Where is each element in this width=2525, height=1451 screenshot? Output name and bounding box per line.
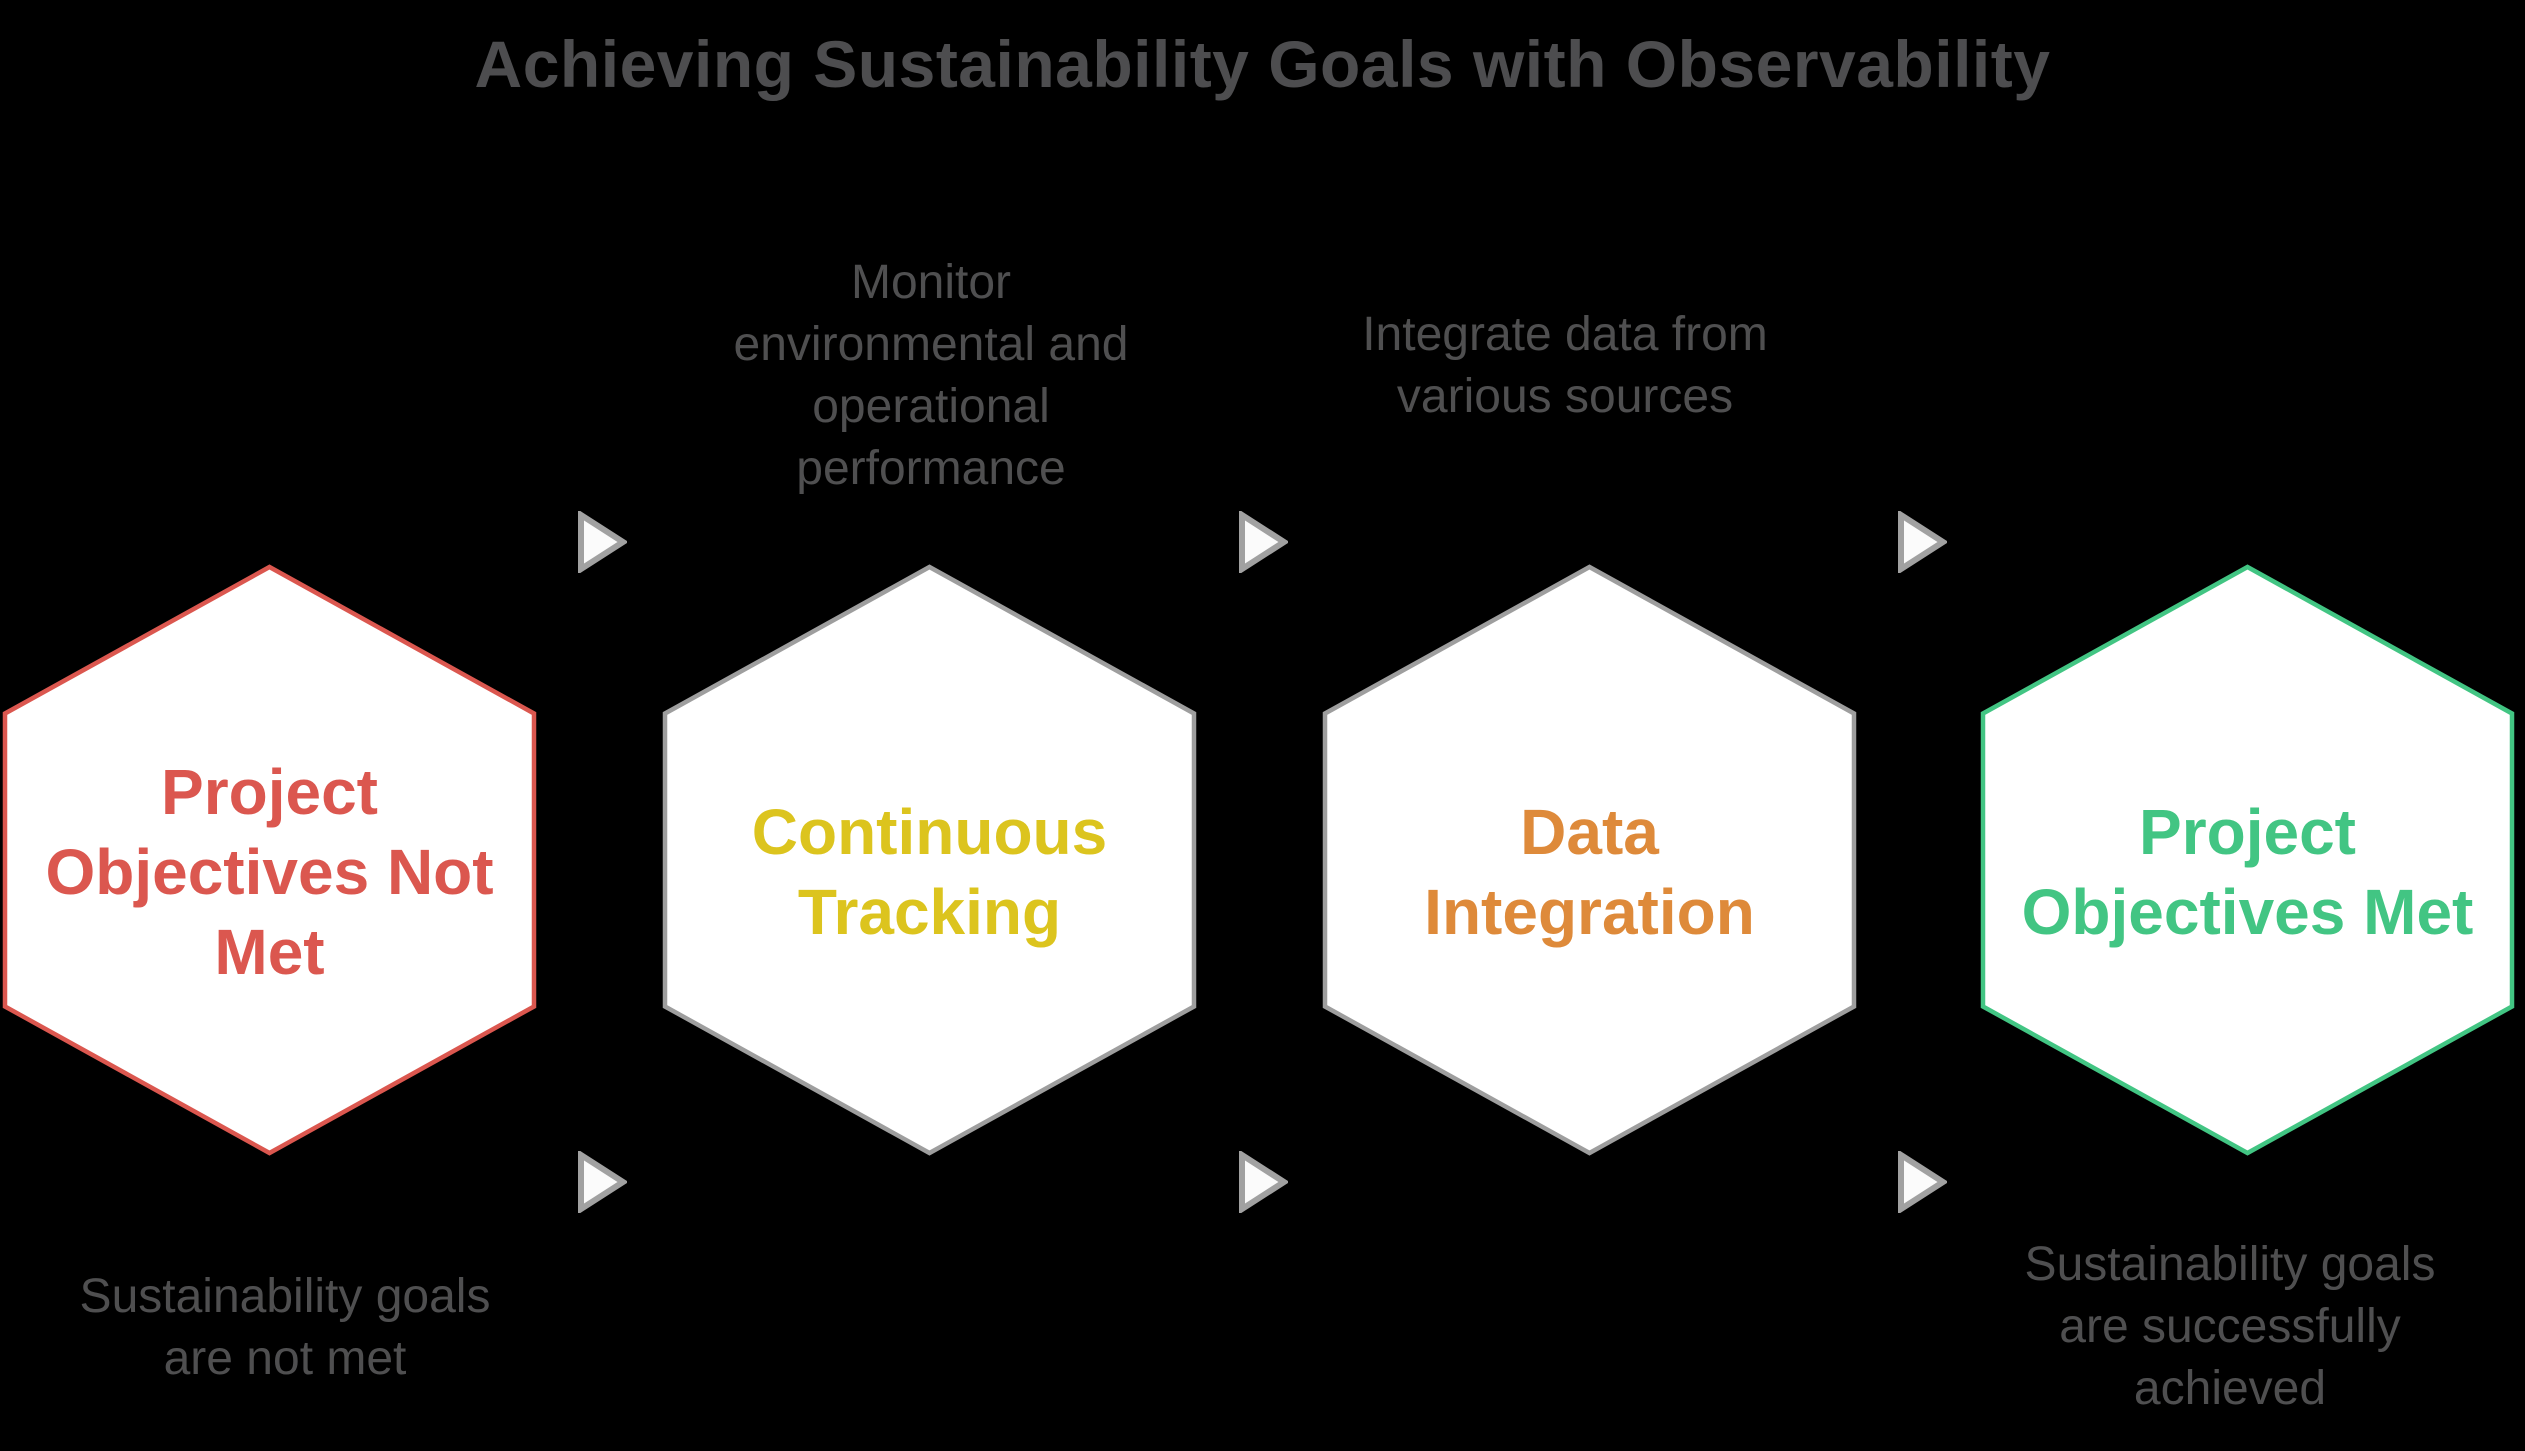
page-title: Achieving Sustainability Goals with Obse… [474, 27, 2051, 101]
step-project-objectives-met: Project Objectives Met [1980, 564, 2515, 1156]
hexagon-icon [662, 564, 1197, 1156]
note-integrate-sources: Integrate data from various sources [1362, 308, 1768, 423]
flow-arrow-right-icon [1239, 1151, 1288, 1213]
note-goals-not-met: Sustainability goals are not met [79, 1270, 491, 1385]
hexagon-icon [1322, 564, 1857, 1156]
flow-arrow-right-icon [578, 1151, 627, 1213]
flow-arrow-right-icon [1239, 511, 1288, 573]
step-data-integration: Data Integration [1322, 564, 1857, 1156]
note-goals-achieved: Sustainability goals are successfully ac… [2024, 1238, 2436, 1415]
flow-arrow-right-icon [1898, 1151, 1947, 1213]
flow-arrow-right-icon [578, 511, 627, 573]
note-monitor-performance: Monitor environmental and operational pe… [733, 256, 1129, 495]
hexagon-icon [2, 564, 537, 1156]
step-continuous-tracking: Continuous Tracking [662, 564, 1197, 1156]
flow-arrow-right-icon [1898, 511, 1947, 573]
hexagon-icon [1980, 564, 2515, 1156]
step-project-objectives-not-met: Project Objectives Not Met [2, 564, 537, 1156]
